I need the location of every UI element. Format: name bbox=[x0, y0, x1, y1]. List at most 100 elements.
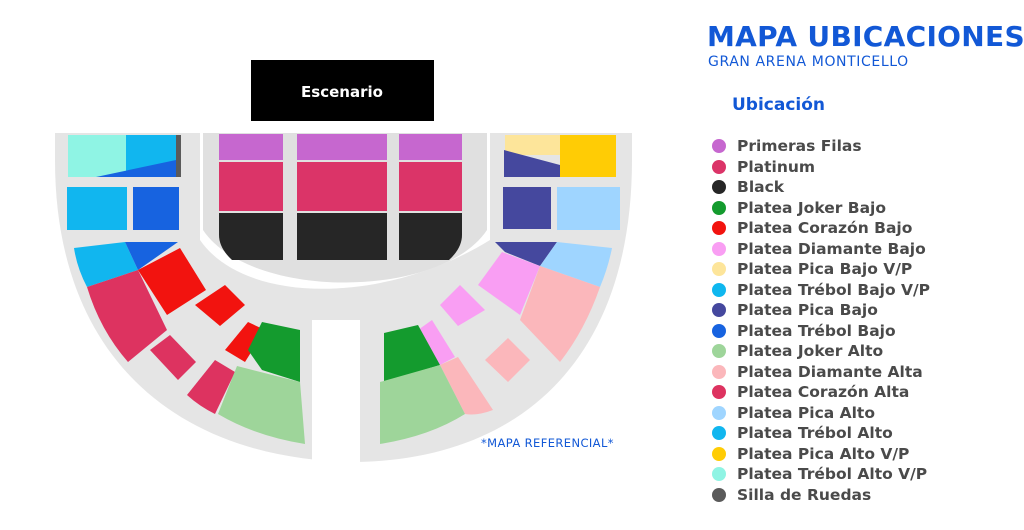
section-primeras-filas-center[interactable] bbox=[297, 134, 387, 160]
legend-item: Platea Trébol Alto bbox=[712, 423, 930, 444]
section-corazon-alta-left[interactable] bbox=[87, 270, 167, 362]
legend-item: Platinum bbox=[712, 157, 930, 178]
section-corazon-bajo-left-b[interactable] bbox=[195, 285, 245, 326]
legend-item: Platea Pica Bajo bbox=[712, 300, 930, 321]
section-platinum-right[interactable] bbox=[399, 162, 462, 211]
section-pica-bajo-vp-right[interactable] bbox=[505, 135, 560, 155]
legend-swatch-icon bbox=[712, 344, 726, 359]
legend-swatch-icon bbox=[712, 385, 726, 400]
legend-item: Platea Pica Alto V/P bbox=[712, 444, 930, 465]
section-diamante-bajo-right-a[interactable] bbox=[478, 252, 540, 315]
legend-item: Platea Corazón Bajo bbox=[712, 218, 930, 239]
section-black-left[interactable] bbox=[219, 213, 283, 260]
venue-subtitle: GRAN ARENA MONTICELLO bbox=[708, 54, 909, 70]
section-pica-alto-right-b[interactable] bbox=[557, 187, 620, 230]
legend-swatch-icon bbox=[712, 487, 726, 502]
section-joker-alto-left[interactable] bbox=[218, 366, 305, 444]
section-joker-alto-right[interactable] bbox=[380, 365, 465, 444]
section-trebol-alto-vp-left[interactable] bbox=[68, 135, 126, 177]
legend-title: Ubicación bbox=[732, 95, 826, 115]
section-trebol-alto-left-c[interactable] bbox=[74, 242, 138, 287]
legend-item: Platea Diamante Bajo bbox=[712, 239, 930, 260]
section-corazon-alta-left-b[interactable] bbox=[150, 335, 196, 380]
legend-item: Platea Trébol Alto V/P bbox=[712, 464, 930, 485]
legend-swatch-icon bbox=[712, 221, 726, 236]
section-joker-bajo-right[interactable] bbox=[384, 325, 440, 382]
section-primeras-filas-right[interactable] bbox=[399, 134, 462, 160]
legend-swatch-icon bbox=[712, 200, 726, 215]
legend-item: Platea Diamante Alta bbox=[712, 362, 930, 383]
legend-swatch-icon bbox=[712, 323, 726, 338]
legend-label: Platea Pica Bajo bbox=[737, 301, 878, 320]
section-diamante-alta-right-b[interactable] bbox=[485, 338, 530, 382]
legend-label: Silla de Ruedas bbox=[737, 485, 872, 504]
legend-swatch-icon bbox=[712, 282, 726, 297]
section-silla-ruedas-left[interactable] bbox=[176, 135, 181, 177]
legend-swatch-icon bbox=[712, 180, 726, 195]
legend-label: Platea Trébol Alto V/P bbox=[737, 465, 928, 484]
section-diamante-bajo-right-c[interactable] bbox=[418, 320, 455, 365]
legend-swatch-icon bbox=[712, 139, 726, 154]
legend-label: Platea Pica Alto bbox=[737, 403, 875, 422]
legend-label: Platea Pica Alto V/P bbox=[737, 444, 910, 463]
section-diamante-alta-right-c[interactable] bbox=[440, 357, 493, 415]
stage bbox=[251, 60, 434, 121]
seating-map: Escenario bbox=[55, 60, 632, 462]
legend-label: Platea Pica Bajo V/P bbox=[737, 260, 913, 279]
section-pica-bajo-right-a[interactable] bbox=[504, 150, 560, 177]
legend-swatch-icon bbox=[712, 262, 726, 277]
legend-swatch-icon bbox=[712, 364, 726, 379]
legend-swatch-icon bbox=[712, 405, 726, 420]
section-joker-bajo-left[interactable] bbox=[248, 322, 300, 382]
legend-label: Platea Diamante Alta bbox=[737, 362, 923, 381]
section-corazon-bajo-left-a[interactable] bbox=[138, 248, 206, 315]
legend-item: Platea Corazón Alta bbox=[712, 382, 930, 403]
section-trebol-alto-left-b[interactable] bbox=[67, 187, 127, 230]
legend-swatch-icon bbox=[712, 241, 726, 256]
legend-item: Platea Pica Bajo V/P bbox=[712, 259, 930, 280]
map-note: *MAPA REFERENCIAL* bbox=[481, 436, 614, 450]
legend-label: Platea Trébol Alto bbox=[737, 424, 893, 443]
legend-item: Platea Joker Bajo bbox=[712, 198, 930, 219]
legend-label: Platinum bbox=[737, 157, 816, 176]
legend-label: Platea Joker Alto bbox=[737, 342, 884, 361]
legend-label: Platea Joker Bajo bbox=[737, 198, 887, 217]
legend-label: Platea Trébol Bajo bbox=[737, 321, 896, 340]
legend-swatch-icon bbox=[712, 446, 726, 461]
section-black-right[interactable] bbox=[399, 213, 462, 260]
legend-item: Platea Joker Alto bbox=[712, 341, 930, 362]
section-diamante-bajo-right-b[interactable] bbox=[440, 285, 485, 326]
legend-item: Primeras Filas bbox=[712, 136, 930, 157]
section-black-center[interactable] bbox=[297, 213, 387, 260]
stage-label: Escenario bbox=[301, 83, 383, 101]
legend-item: Black bbox=[712, 177, 930, 198]
legend-item: Platea Trébol Bajo bbox=[712, 321, 930, 342]
legend-label: Platea Diamante Bajo bbox=[737, 239, 926, 258]
section-trebol-bajo-left-b[interactable] bbox=[133, 187, 179, 230]
legend-label: Black bbox=[737, 178, 785, 197]
section-corazon-alta-left-c[interactable] bbox=[187, 360, 235, 414]
section-pica-bajo-right-c[interactable] bbox=[495, 242, 557, 266]
aisle-center bbox=[312, 320, 360, 462]
section-trebol-bajo-left-a[interactable] bbox=[96, 160, 176, 177]
legend-label: Platea Corazón Alta bbox=[737, 383, 910, 402]
section-platinum-center[interactable] bbox=[297, 162, 387, 211]
legend-label: Platea Corazón Bajo bbox=[737, 219, 913, 238]
legend-swatch-icon bbox=[712, 467, 726, 482]
section-pica-alto-right-c[interactable] bbox=[540, 242, 612, 287]
section-diamante-alta-right-a[interactable] bbox=[520, 266, 600, 362]
legend-swatch-icon bbox=[712, 159, 726, 174]
section-corazon-bajo-left-c[interactable] bbox=[225, 322, 265, 362]
legend-swatch-icon bbox=[712, 426, 726, 441]
legend-item: Platea Trébol Bajo V/P bbox=[712, 280, 930, 301]
section-trebol-bajo-left-c[interactable] bbox=[125, 242, 178, 270]
section-pica-bajo-right-b[interactable] bbox=[503, 187, 551, 229]
section-primeras-filas-left[interactable] bbox=[219, 134, 283, 160]
legend-item: Platea Pica Alto bbox=[712, 403, 930, 424]
legend-label: Primeras Filas bbox=[737, 137, 862, 156]
section-pica-alto-vp-right[interactable] bbox=[560, 135, 616, 177]
section-platinum-left[interactable] bbox=[219, 162, 283, 211]
page-title: MAPA UBICACIONES bbox=[707, 20, 1024, 53]
legend-swatch-icon bbox=[712, 303, 726, 318]
